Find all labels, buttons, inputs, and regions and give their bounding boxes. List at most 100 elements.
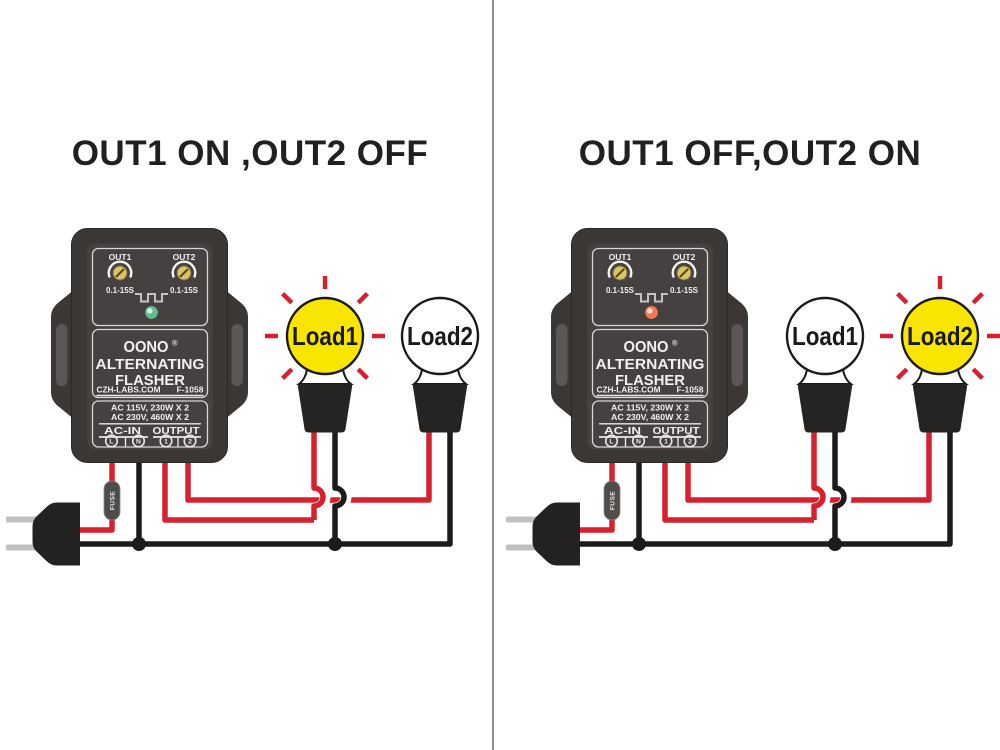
- terminal-1: [159, 434, 173, 448]
- registered-mark: ®: [672, 339, 678, 348]
- wire-out2: [685, 425, 932, 503]
- bulb-load2: Load2: [400, 296, 480, 433]
- section-terminals: [591, 400, 709, 448]
- registered-mark: ®: [172, 339, 178, 348]
- junction-dot: [828, 537, 842, 551]
- bulb-glass: [900, 296, 980, 376]
- out1-label: OUT1: [109, 252, 132, 262]
- bulb-load2: Load2: [880, 276, 1000, 433]
- plug-prong: [506, 544, 537, 551]
- panel-out1-on: OUT1 ON ,OUT2 OFF FUSE: [6, 134, 480, 566]
- panel-out2-on: OUT1 OFF,OUT2 ON FUSE: [500, 0, 1000, 750]
- wires: [76, 425, 453, 551]
- terminal-1-label: 1: [164, 439, 168, 446]
- ac-in-label: AC-IN: [104, 425, 141, 437]
- load-label: Load2: [407, 321, 473, 351]
- terminal-l-label: L: [609, 439, 613, 446]
- terminal-n: [131, 434, 146, 448]
- ear-slot: [56, 324, 68, 386]
- knob-dial-arc: [607, 260, 633, 278]
- terminal-2-label: 2: [188, 439, 192, 446]
- wire-neutral-main: [76, 425, 453, 547]
- wire-live: [576, 450, 615, 533]
- plug-body: [32, 502, 80, 566]
- knob-range-label: 0.1-15S: [606, 286, 635, 295]
- bulb-socket: [412, 384, 468, 433]
- model-number: F-1058: [177, 385, 204, 395]
- terminal-n: [631, 434, 646, 448]
- fuse: FUSE: [103, 480, 121, 521]
- junction-dot: [632, 537, 646, 551]
- panel-divider: [492, 0, 494, 750]
- terminal-1: [659, 434, 673, 448]
- light-rays: [880, 276, 1000, 380]
- fuse: FUSE: [603, 480, 621, 521]
- bulb-glass: [400, 296, 480, 376]
- out1-label: OUT1: [609, 252, 632, 262]
- fuse-label: FUSE: [110, 491, 117, 511]
- power-plug: [506, 502, 580, 566]
- section-controls: [591, 247, 709, 327]
- ear-slot: [731, 324, 743, 386]
- light-rays: [265, 276, 385, 380]
- knob-range-label: 0.1-15S: [106, 286, 135, 295]
- plug-prong: [6, 516, 37, 523]
- knob-dial-arc: [671, 260, 697, 278]
- model-number: F-1058: [677, 385, 704, 395]
- output-label: OUTPUT: [653, 425, 701, 437]
- out2-label: OUT2: [673, 252, 696, 262]
- bulb-socket: [797, 384, 853, 433]
- section-branding: [91, 328, 209, 399]
- website: CZH-LABS.COM: [97, 385, 161, 395]
- terminal-1-label: 1: [664, 439, 668, 446]
- wire-live: [76, 450, 115, 533]
- product-line1: ALTERNATING: [96, 356, 205, 373]
- led-highlight: [647, 308, 653, 314]
- product-line1: ALTERNATING: [596, 356, 705, 373]
- terminal-l: [604, 434, 619, 448]
- wire-neutral-main: [576, 425, 953, 547]
- ear-slot: [231, 324, 243, 386]
- wire-out2: [185, 425, 432, 503]
- plug-prong: [506, 516, 537, 523]
- rating-line2: AC 230V, 460W X 2: [611, 413, 690, 422]
- load-label: Load1: [792, 321, 858, 351]
- terminal-l: [104, 434, 119, 448]
- knob-range-label: 0.1-15S: [170, 286, 199, 295]
- wire-load1-neutral: [832, 425, 847, 544]
- wire-out1: [162, 425, 326, 523]
- knob-slot: [115, 268, 125, 278]
- product-line2: FLASHER: [115, 372, 185, 389]
- product-line2: FLASHER: [615, 372, 685, 389]
- bulb-socket: [912, 384, 968, 433]
- bulb-glass: [285, 296, 365, 376]
- load-label: Load1: [292, 321, 358, 351]
- terminal-2: [683, 434, 697, 448]
- plug-body: [532, 502, 580, 566]
- terminal-l-label: L: [109, 439, 113, 446]
- bulb-load1: Load1: [785, 296, 865, 433]
- ac-in-label: AC-IN: [604, 425, 641, 437]
- bulb-socket: [297, 384, 353, 433]
- power-plug: [6, 502, 80, 566]
- rating-line2: AC 230V, 460W X 2: [111, 413, 190, 422]
- knob-dial-arc: [171, 260, 197, 278]
- fuse-body: [603, 480, 621, 521]
- wire-load1-neutral: [332, 425, 347, 544]
- knob-slot: [179, 268, 189, 278]
- flasher-device: OUT1 OUT2 0.1-15S 0.1-15S OONO ® ALTERNA…: [51, 228, 248, 463]
- ear-slot: [556, 324, 568, 386]
- bulb-glass: [785, 296, 865, 376]
- terminal-n-label: N: [136, 439, 141, 446]
- terminal-2-label: 2: [688, 439, 692, 446]
- load-label: Load2: [907, 321, 973, 351]
- out2-label: OUT2: [173, 252, 196, 262]
- square-wave-icon: [135, 293, 168, 303]
- section-controls: [91, 247, 209, 327]
- plug-prong: [6, 544, 37, 551]
- panel-title: OUT1 ON ,OUT2 OFF: [71, 134, 429, 173]
- terminal-n-label: N: [636, 439, 641, 446]
- knob-dial-arc: [107, 260, 133, 278]
- rating-line1: AC 115V, 230W X 2: [611, 404, 690, 413]
